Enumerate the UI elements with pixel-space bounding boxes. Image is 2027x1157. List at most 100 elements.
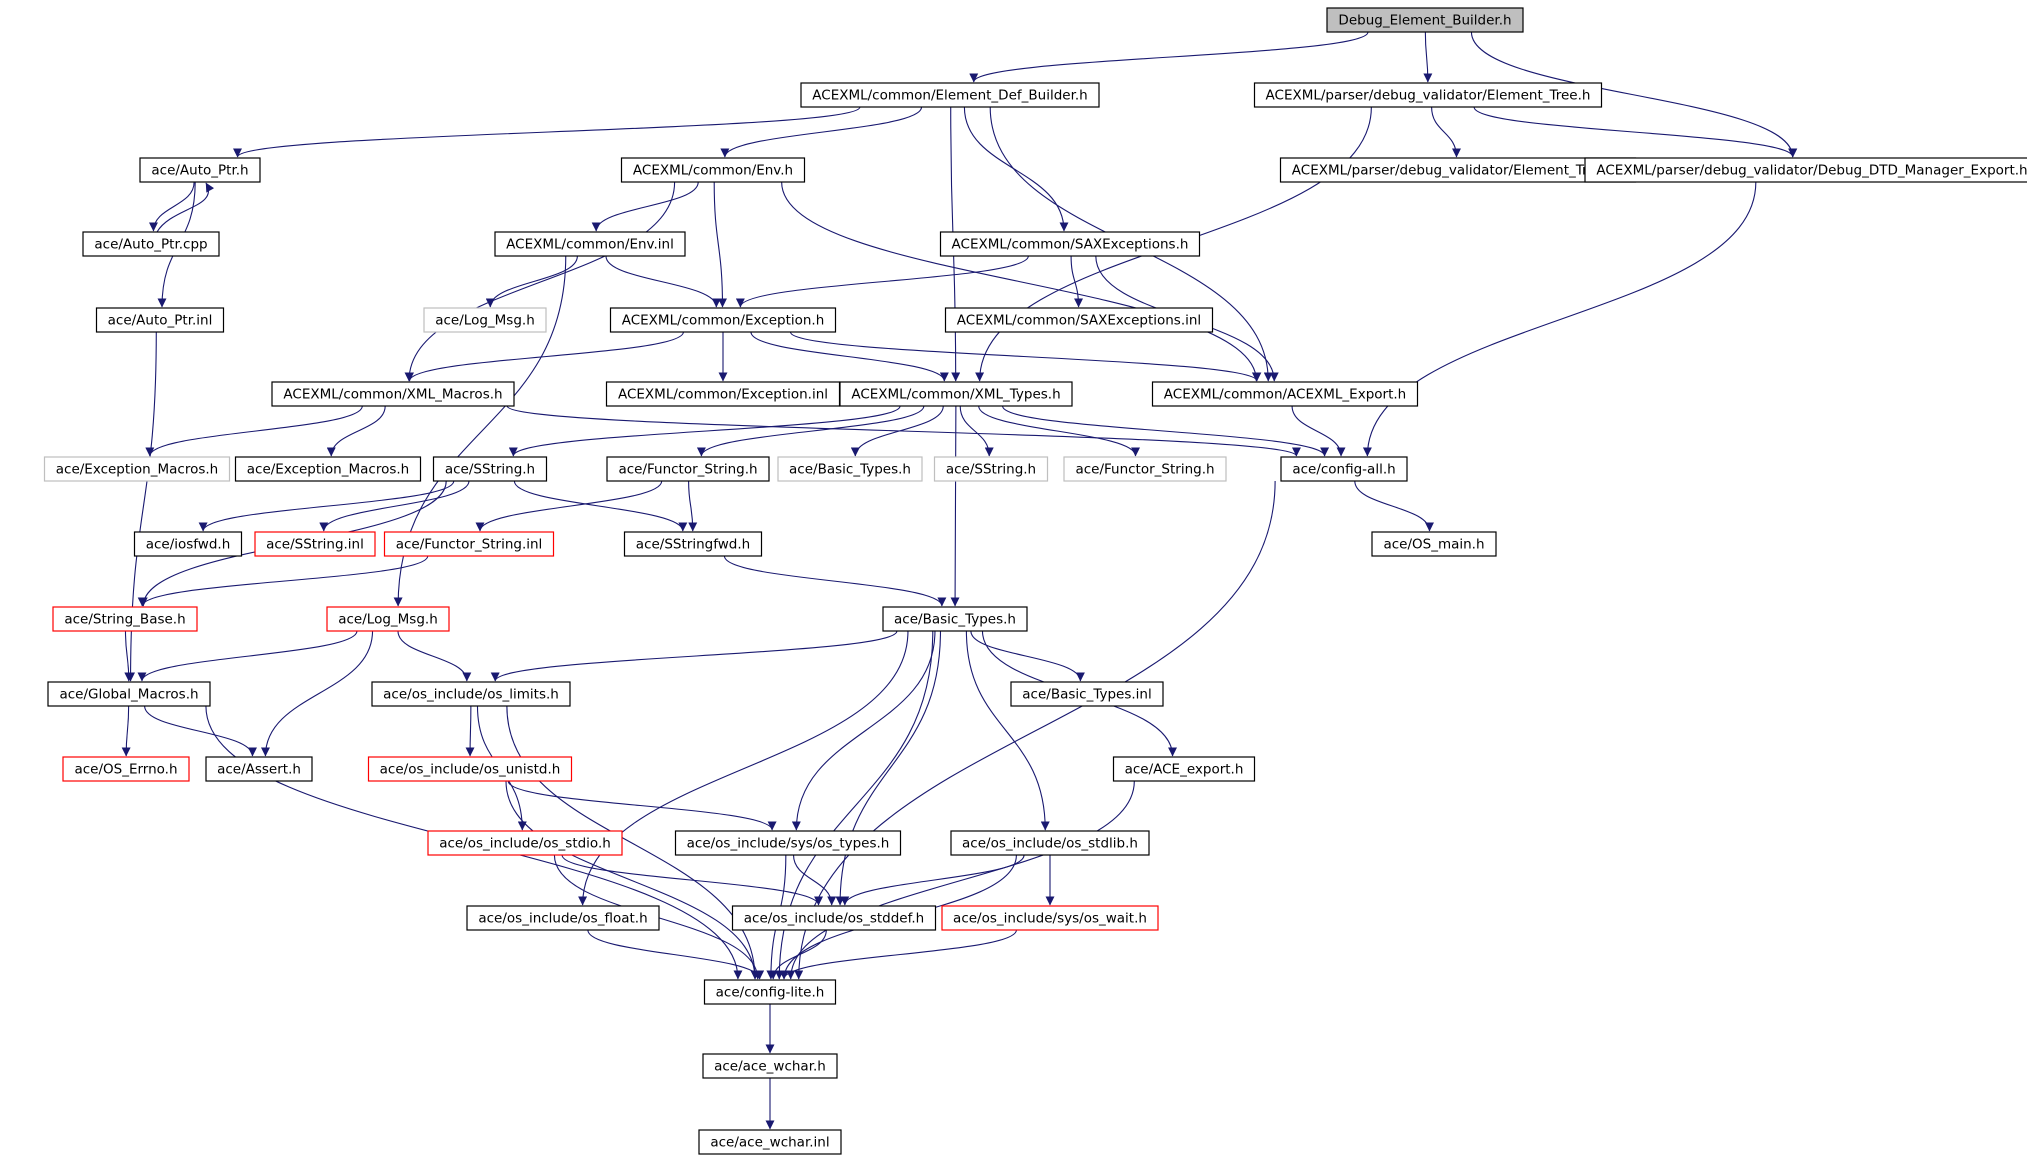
node-box	[944, 307, 1214, 333]
node-label: ace/ace_wchar.inl	[710, 1135, 829, 1151]
node-acexml-common-saxexceptions-h[interactable]: ACEXML/common/SAXExceptions.h	[939, 231, 1201, 257]
node-acexml-common-env-inl[interactable]: ACEXML/common/Env.inl	[494, 231, 686, 257]
node-ace-sstring-h-undocumented: ace/SString.h	[933, 456, 1049, 482]
edge-saxexc-to-exc	[735, 255, 1029, 308]
edge-et-to-etinl	[1431, 106, 1461, 158]
node-ace-sstring-inl[interactable]: ace/SString.inl	[254, 531, 376, 557]
node-ace-config-lite-h[interactable]: ace/config-lite.h	[703, 979, 837, 1005]
nodes-layer: Debug_Element_Builder.hACEXML/common/Ele…	[43, 7, 2027, 1155]
edge-saxexc-to-saxexcinl	[1070, 255, 1084, 308]
node-acexml-common-exception-inl[interactable]: ACEXML/common/Exception.inl	[605, 381, 841, 407]
node-box	[52, 606, 198, 632]
node-label: ace/Auto_Ptr.h	[151, 163, 248, 179]
node-label: ace/SStringfwd.h	[636, 537, 750, 553]
node-box	[47, 681, 211, 707]
edge-stringbase-to-globalmacros	[124, 630, 134, 682]
node-ace-functor-string-inl[interactable]: ace/Functor_String.inl	[383, 531, 555, 557]
node-ace-os-include-sys-os-wait-h[interactable]: ace/os_include/sys/os_wait.h	[941, 905, 1159, 931]
node-box	[494, 231, 686, 257]
node-box	[950, 830, 1150, 856]
node-ace-sstringfwd-h[interactable]: ace/SStringfwd.h	[623, 531, 763, 557]
node-label: ace/config-all.h	[1292, 462, 1395, 478]
node-label: ace/Auto_Ptr.inl	[108, 313, 213, 329]
node-label: ACEXML/common/Exception.inl	[618, 387, 828, 403]
node-ace-os-errno-h[interactable]: ace/OS_Errno.h	[62, 756, 190, 782]
node-label: ACEXML/common/SAXExceptions.inl	[957, 313, 1201, 329]
edge-edb-to-env	[720, 106, 923, 158]
node-acexml-parser-debug-validator-debug-dtd-manager-export-h[interactable]: ACEXML/parser/debug_validator/Debug_DTD_…	[1584, 157, 2027, 183]
node-ace-auto-ptr-inl[interactable]: ace/Auto_Ptr.inl	[95, 307, 225, 333]
node-box	[800, 82, 1100, 108]
node-label: ace/os_include/sys/os_wait.h	[953, 911, 1147, 927]
node-label: ACEXML/common/Env.h	[633, 163, 793, 179]
node-label: ace/Assert.h	[217, 762, 301, 778]
edge-basictypes-to-ostypes	[791, 630, 936, 831]
node-ace-auto-ptr-h[interactable]: ace/Auto_Ptr.h	[139, 157, 261, 183]
node-ace-os-include-os-stddef-h[interactable]: ace/os_include/os_stddef.h	[731, 905, 937, 931]
node-ace-iosfwd-h[interactable]: ace/iosfwd.h	[133, 531, 243, 557]
node-label: ace/os_include/os_stddef.h	[744, 911, 924, 927]
node-label: ace/OS_Errno.h	[74, 762, 177, 778]
node-ace-global-macros-h[interactable]: ace/Global_Macros.h	[47, 681, 211, 707]
node-ace-sstring-h[interactable]: ace/SString.h	[432, 456, 548, 482]
node-ace-os-main-h[interactable]: ace/OS_main.h	[1371, 531, 1497, 557]
edge-xmltypes-to-sstring_miss	[959, 405, 994, 457]
edge-root-to-et	[1423, 31, 1433, 83]
node-label: ace/Log_Msg.h	[435, 313, 535, 329]
node-label: ace/os_include/os_stdio.h	[439, 836, 611, 852]
edge-root-to-edb	[969, 31, 1369, 83]
edge-env-to-xmlmacros	[404, 181, 676, 382]
node-ace-basic-types-inl[interactable]: ace/Basic_Types.inl	[1010, 681, 1164, 707]
node-ace-exception-macros-h[interactable]: ace/Exception_Macros.h	[234, 456, 422, 482]
node-box	[326, 606, 450, 632]
node-acexml-common-xml-macros-h[interactable]: ACEXML/common/XML_Macros.h	[271, 381, 515, 407]
node-acexml-common-exception-h[interactable]: ACEXML/common/Exception.h	[609, 307, 837, 333]
node-acexml-common-saxexceptions-inl[interactable]: ACEXML/common/SAXExceptions.inl	[944, 307, 1214, 333]
node-ace-config-all-h[interactable]: ace/config-all.h	[1280, 456, 1408, 482]
edge-xmlmacros-to-excmac_miss	[145, 405, 363, 457]
node-ace-os-include-os-limits-h[interactable]: ace/os_include/os_limits.h	[371, 681, 571, 707]
edge-exc-to-acexmlexp	[789, 331, 1262, 382]
node-ace-assert-h[interactable]: ace/Assert.h	[205, 756, 313, 782]
node-box	[623, 531, 763, 557]
node-acexml-parser-debug-validator-element-tree-h[interactable]: ACEXML/parser/debug_validator/Element_Tr…	[1253, 82, 1603, 108]
node-box	[674, 830, 902, 856]
node-acexml-common-env-h[interactable]: ACEXML/common/Env.h	[620, 157, 806, 183]
node-acexml-common-element-def-builder-h[interactable]: ACEXML/common/Element_Def_Builder.h	[800, 82, 1100, 108]
node-ace-os-include-sys-os-types-h[interactable]: ace/os_include/sys/os_types.h	[674, 830, 902, 856]
node-ace-functor-string-h[interactable]: ace/Functor_String.h	[606, 456, 770, 482]
node-acexml-common-xml-types-h[interactable]: ACEXML/common/XML_Types.h	[839, 381, 1073, 407]
edge-dtdexp-to-configall	[1362, 181, 1757, 457]
node-ace-os-include-os-stdio-h[interactable]: ace/os_include/os_stdio.h	[427, 830, 623, 856]
node-ace-auto-ptr-cpp[interactable]: ace/Auto_Ptr.cpp	[82, 231, 220, 257]
edge-osstdio-to-osstddef	[561, 854, 823, 906]
edge-env-to-envinl	[591, 181, 699, 232]
node-debug-element-builder-h[interactable]: Debug_Element_Builder.h	[1326, 7, 1524, 33]
node-label: ace/Basic_Types.inl	[1022, 687, 1151, 703]
node-box	[1063, 456, 1227, 482]
edge-configall-to-configlite	[794, 480, 1276, 980]
node-acexml-parser-debug-validator-element-tree-inl[interactable]: ACEXML/parser/debug_validator/Element_Tr…	[1279, 157, 1637, 183]
edge-env-to-exc	[713, 181, 727, 308]
node-ace-os-include-os-stdlib-h[interactable]: ace/os_include/os_stdlib.h	[950, 830, 1150, 856]
node-box	[423, 307, 547, 333]
node-ace-os-include-os-float-h[interactable]: ace/os_include/os_float.h	[466, 905, 660, 931]
node-ace-ace-wchar-h[interactable]: ace/ace_wchar.h	[702, 1053, 838, 1079]
node-box	[432, 456, 548, 482]
node-acexml-common-acexml-export-h[interactable]: ACEXML/common/ACEXML_Export.h	[1151, 381, 1419, 407]
node-box	[95, 307, 225, 333]
node-box	[882, 606, 1028, 632]
edge-osunistd-to-configlite	[505, 780, 760, 980]
node-ace-basic-types-h[interactable]: ace/Basic_Types.h	[882, 606, 1028, 632]
node-ace-os-include-os-unistd-h[interactable]: ace/os_include/os_unistd.h	[367, 756, 573, 782]
node-label: ace/Log_Msg.h	[338, 612, 438, 628]
node-ace-log-msg-h[interactable]: ace/Log_Msg.h	[326, 606, 450, 632]
node-ace-ace-wchar-inl[interactable]: ace/ace_wchar.inl	[698, 1129, 842, 1155]
node-box	[62, 756, 190, 782]
edge-envinl-to-logmsg_miss	[485, 255, 578, 308]
node-ace-ace-export-h[interactable]: ace/ACE_export.h	[1112, 756, 1256, 782]
node-ace-string-base-h[interactable]: ace/String_Base.h	[52, 606, 198, 632]
edge-basictypes-to-osfloat	[578, 630, 909, 906]
edge-osunistd-to-ostypes	[507, 780, 777, 831]
